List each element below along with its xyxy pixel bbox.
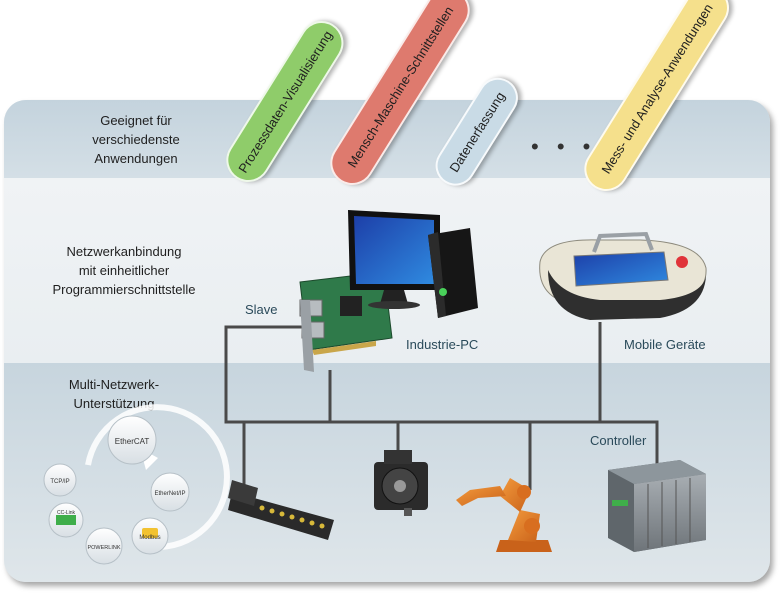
row-label-multinet: Multi-Netzwerk- Unterstützung [68, 377, 160, 411]
servo-motor-image [374, 450, 428, 516]
industrial-pc-image [348, 210, 478, 318]
protocol-powerlink: POWERLINK [87, 545, 120, 551]
row-label-network: Netzwerkanbindung mit einheitlicher Prog… [52, 244, 196, 297]
device-label-industrial-pc: Industrie-PC [406, 337, 479, 352]
ellipsis: • • • [531, 134, 597, 159]
row-label-applications: Geeignet für verschiedenste Anwendungen [92, 113, 180, 166]
protocol-ethernetip: EtherNet/IP [154, 491, 185, 497]
protocol-tcpip: TCP/IP [50, 479, 69, 485]
device-label-slave: Slave [245, 302, 278, 317]
robot-arm-image [456, 478, 552, 552]
bus-lines [224, 322, 659, 490]
protocol-ring [43, 404, 230, 565]
protocol-cclink: CC-Link [57, 510, 76, 516]
mobile-device-image [539, 231, 707, 320]
device-label-mobile: Mobile Geräte [624, 337, 706, 352]
device-label-controller: Controller [590, 433, 647, 448]
protocol-ethercat: EtherCAT [115, 437, 150, 446]
slave-card-image [299, 271, 393, 372]
controller-image [608, 460, 706, 552]
protocol-modbus: Modbus [139, 535, 160, 541]
io-module-image [228, 480, 334, 540]
